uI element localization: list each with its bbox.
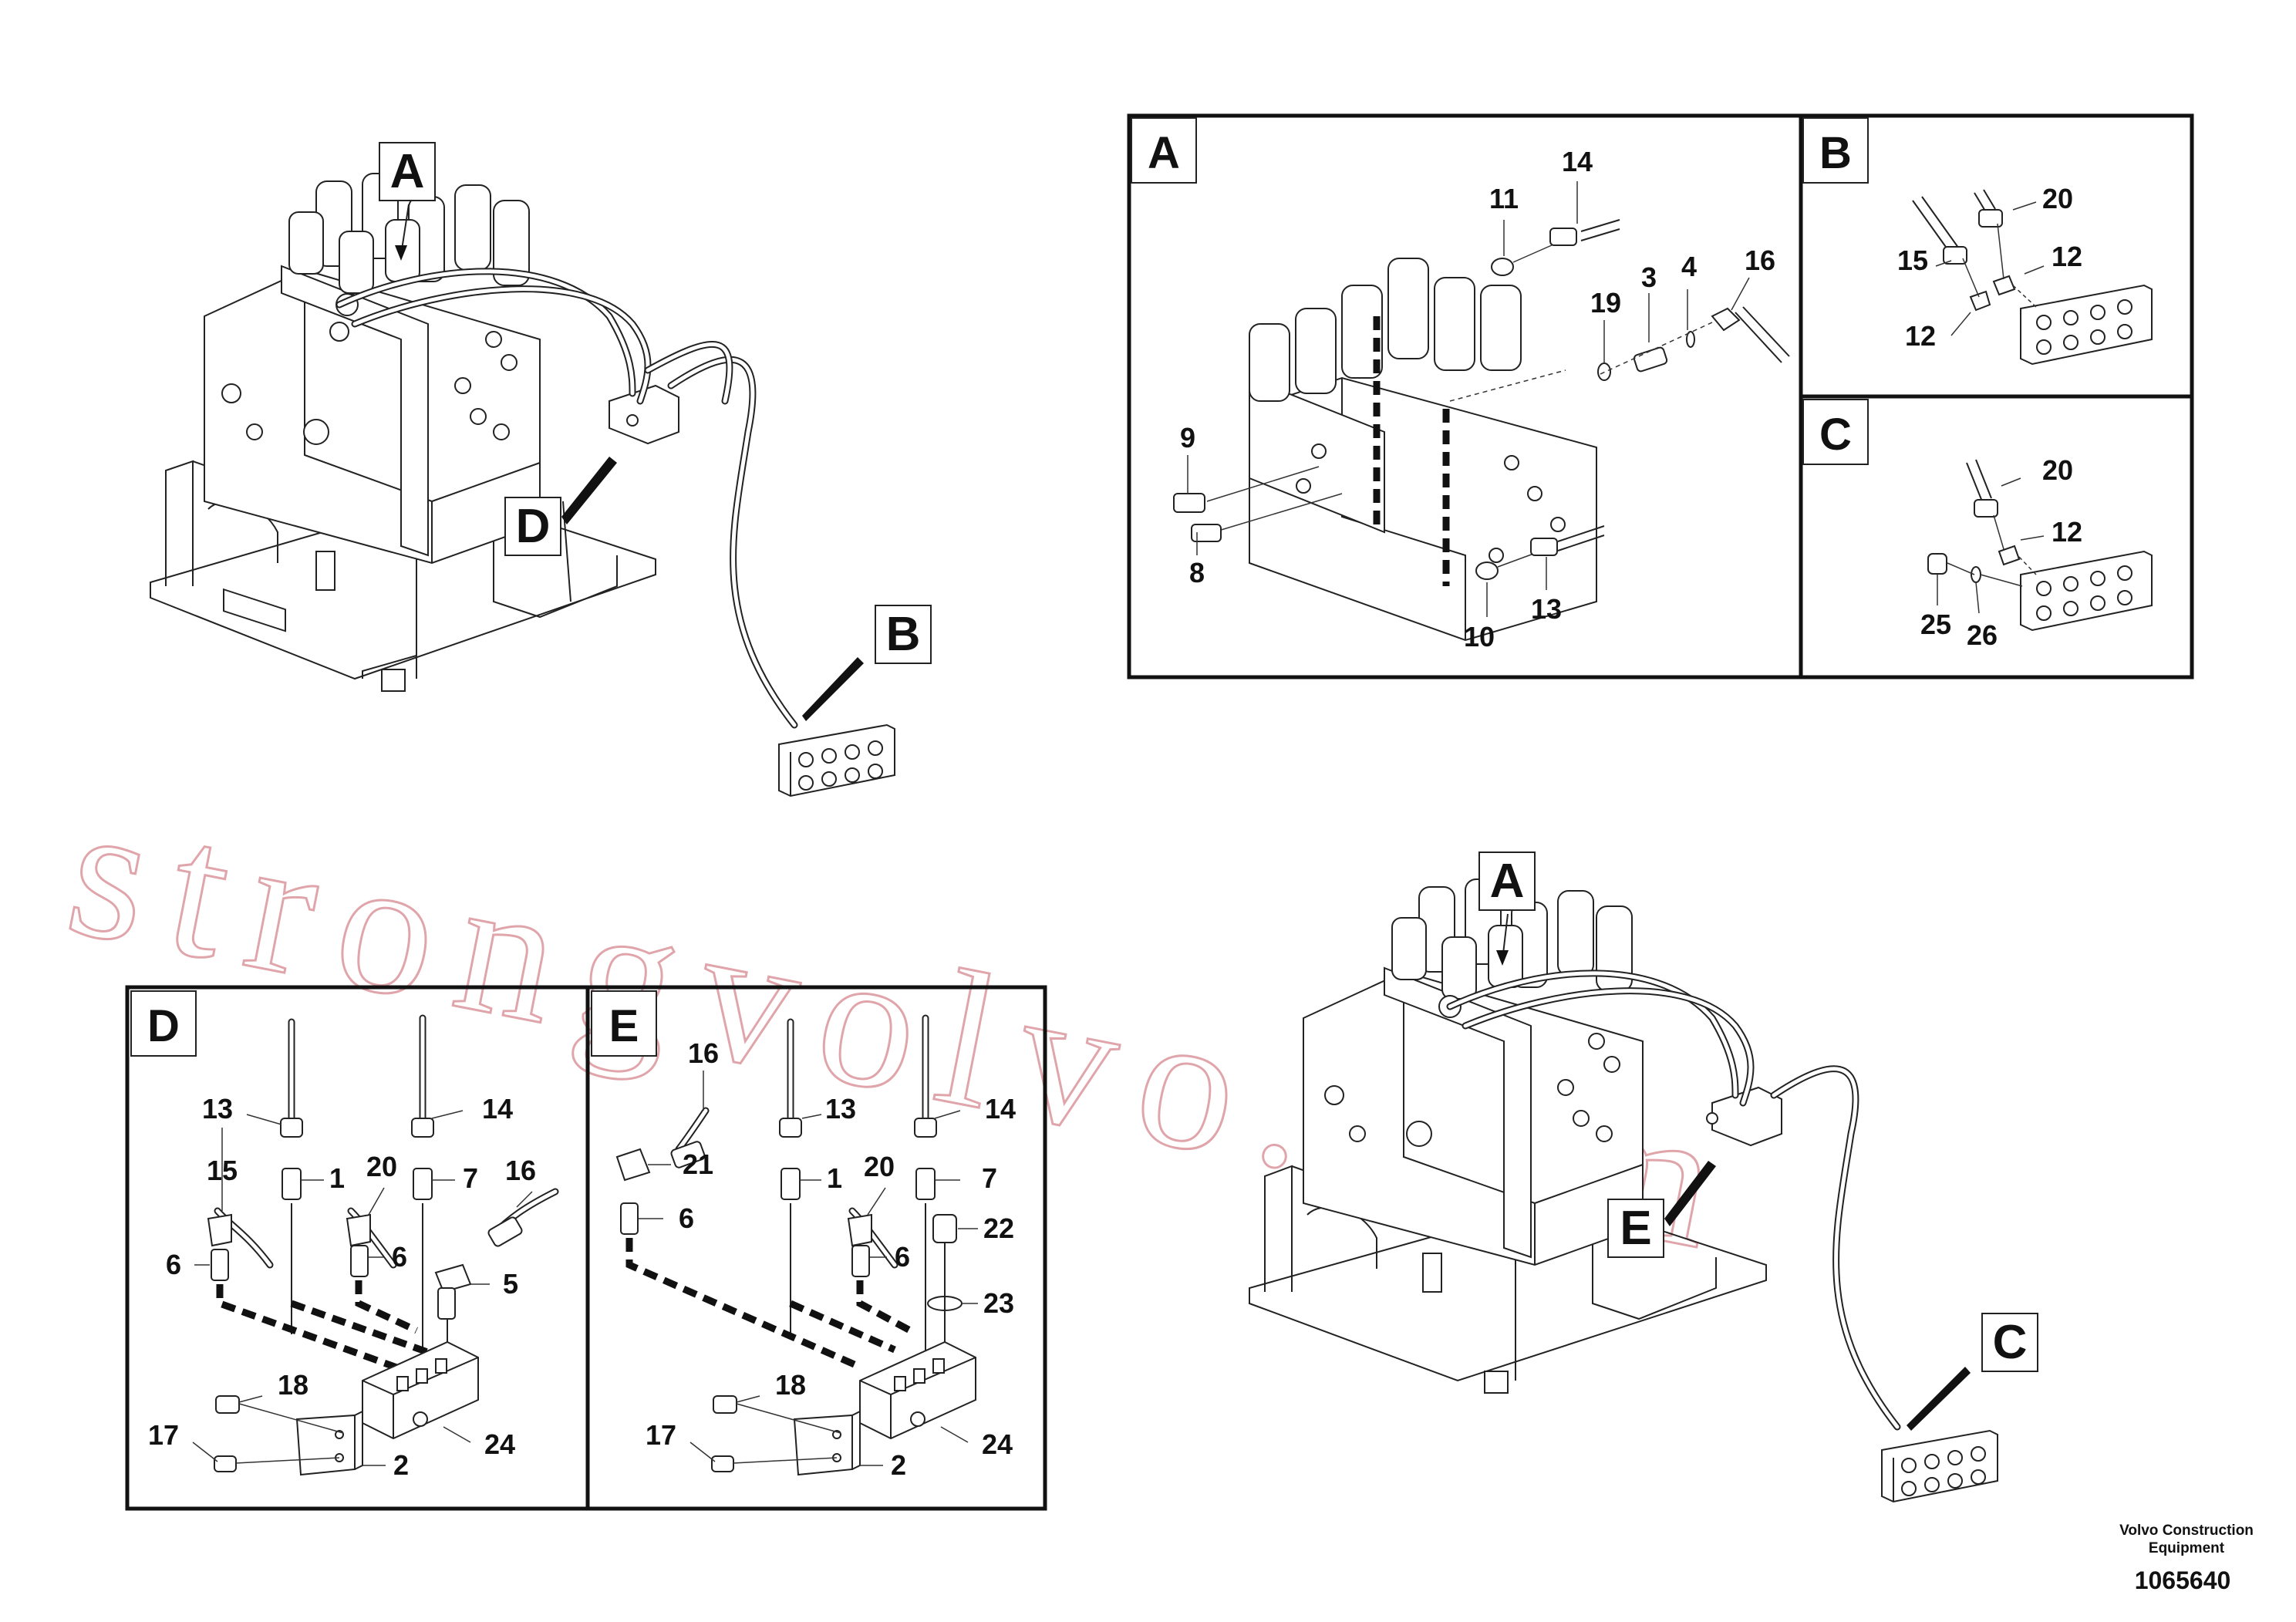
callout-20: 20 <box>864 1151 895 1182</box>
callout-20: 20 <box>366 1151 397 1182</box>
callout-7: 7 <box>982 1162 997 1194</box>
callout-6b: 6 <box>392 1241 407 1273</box>
callout-12c: 12 <box>2052 516 2082 548</box>
credit-line1: Volvo Construction <box>2119 1523 2254 1539</box>
view-label-E-bottom: E <box>1620 1202 1651 1255</box>
callout-4: 4 <box>1681 251 1697 282</box>
panel-B: B 15 20 12 12 <box>1802 117 2153 366</box>
view-label-D-top: D <box>516 500 551 553</box>
panel-title-C: C <box>1819 410 1852 460</box>
panel-C: C 20 12 25 26 <box>1802 399 2153 651</box>
panel-title-B: B <box>1819 128 1852 178</box>
callout-17: 17 <box>646 1419 676 1451</box>
view-label-B-top: B <box>886 608 921 661</box>
callout-22: 22 <box>983 1212 1014 1244</box>
callout-21: 21 <box>683 1148 713 1180</box>
callout-25: 25 <box>1920 609 1951 640</box>
panel-title-D: D <box>147 1001 180 1051</box>
callout-5: 5 <box>503 1268 518 1300</box>
panel-D: D <box>130 990 559 1481</box>
callout-23: 23 <box>983 1287 1014 1319</box>
callout-6a: 6 <box>166 1249 181 1280</box>
document-number: 1065640 <box>2135 1566 2231 1594</box>
callout-13: 13 <box>202 1093 233 1125</box>
callout-18: 18 <box>775 1369 806 1401</box>
callout-3: 3 <box>1641 261 1657 293</box>
callout-26: 26 <box>1967 619 1998 651</box>
callout-2: 2 <box>393 1449 409 1481</box>
callout-14: 14 <box>985 1093 1016 1125</box>
callout-13: 13 <box>825 1093 856 1125</box>
callout-16: 16 <box>688 1037 719 1069</box>
callout-13: 13 <box>1531 593 1562 625</box>
credit-line2: Equipment <box>2149 1540 2225 1556</box>
view-label-A-bottom: A <box>1490 855 1525 908</box>
callout-11: 11 <box>1489 183 1519 214</box>
callout-24: 24 <box>484 1428 515 1460</box>
callout-9: 9 <box>1180 422 1195 454</box>
callout-12b: 12 <box>1905 320 1936 352</box>
panel-title-A: A <box>1148 128 1180 178</box>
callout-1: 1 <box>329 1162 345 1194</box>
callout-24: 24 <box>982 1428 1013 1460</box>
distribution-block-top <box>778 723 895 798</box>
callout-16: 16 <box>505 1155 536 1186</box>
callout-7: 7 <box>463 1162 478 1194</box>
callout-14: 14 <box>1562 146 1593 177</box>
detail-box-abc: A <box>1127 113 2194 679</box>
callout-6a: 6 <box>679 1202 694 1234</box>
panel-title-E: E <box>609 1001 639 1051</box>
callout-20: 20 <box>2042 183 2073 214</box>
callout-18: 18 <box>278 1369 308 1401</box>
callout-16: 16 <box>1745 244 1775 276</box>
view-label-A-top: A <box>390 145 425 198</box>
callout-1: 1 <box>827 1162 842 1194</box>
detail-box-de: D <box>125 985 1047 1511</box>
callout-10: 10 <box>1464 621 1495 653</box>
callout-14: 14 <box>482 1093 513 1125</box>
valve-spools <box>288 173 530 294</box>
callout-15: 15 <box>207 1155 238 1186</box>
panel-A: A <box>1131 117 1790 653</box>
callout-20c: 20 <box>2042 454 2073 486</box>
overview-assembly-bottom: A E C <box>1249 851 2038 1503</box>
panel-E: E <box>591 990 1016 1481</box>
callout-6b: 6 <box>895 1241 910 1273</box>
callout-17: 17 <box>148 1419 179 1451</box>
view-label-C-bottom: C <box>1993 1316 2028 1369</box>
callout-8: 8 <box>1189 557 1205 588</box>
callout-19: 19 <box>1590 287 1621 319</box>
callout-12a: 12 <box>2052 241 2082 272</box>
callout-15: 15 <box>1897 244 1928 276</box>
callout-2: 2 <box>891 1449 906 1481</box>
overview-assembly-top: A D B <box>150 142 932 798</box>
